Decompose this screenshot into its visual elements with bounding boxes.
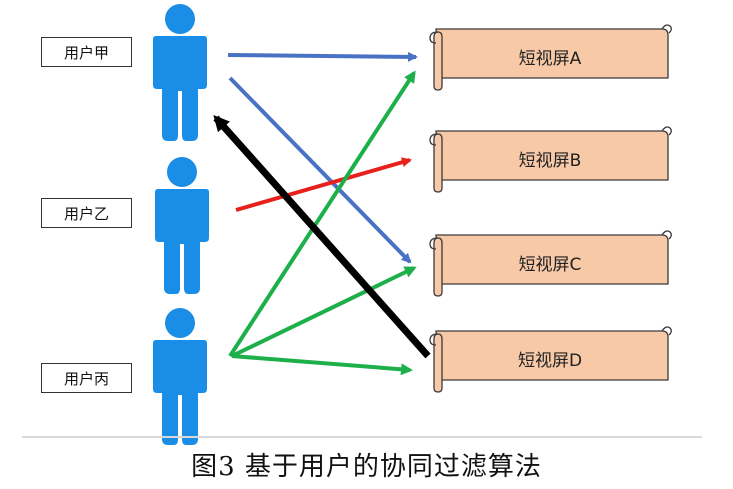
figure-caption: 图3 基于用户的协同过滤算法 [191, 452, 542, 482]
edge-user-bing-to-video-c [231, 266, 417, 358]
video-label-a: 短视屏A [518, 49, 582, 69]
user-label-jia: 用户甲 [41, 37, 132, 67]
user-label-yi: 用户乙 [41, 198, 132, 228]
edge-video-d-to-user-jia [213, 115, 431, 359]
video-label-d: 短视屏D [517, 351, 583, 371]
video-label-c: 短视屏C [518, 255, 582, 275]
divider [22, 436, 702, 438]
video-label-b: 短视屏B [518, 151, 582, 171]
edge-user-bing-to-video-a [228, 70, 416, 358]
user-label-bing: 用户丙 [41, 363, 132, 393]
person-icon-user-bing [153, 308, 207, 445]
edge-user-yi-to-video-b [235, 157, 412, 212]
edge-user-jia-to-video-a [227, 51, 418, 62]
person-icon-user-yi [155, 157, 209, 294]
edge-user-jia-to-video-c [228, 76, 412, 264]
person-icon-user-jia [153, 4, 207, 141]
edge-user-bing-to-video-d [231, 354, 413, 376]
